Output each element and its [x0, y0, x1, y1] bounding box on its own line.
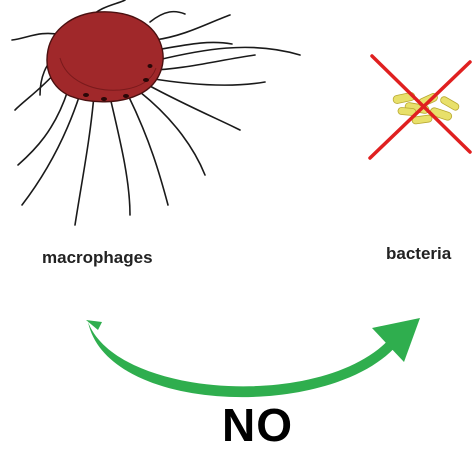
- macrophage-cell-icon: [12, 0, 300, 225]
- pseudopod: [140, 92, 205, 175]
- pseudopod: [148, 78, 265, 85]
- pseudopod: [158, 47, 300, 60]
- bacteria-label: bacteria: [386, 244, 451, 264]
- macrophages-label: macrophages: [42, 248, 153, 268]
- curved-arrow-icon: [86, 318, 420, 397]
- macrophage-body: [47, 12, 163, 102]
- pseudopod: [22, 94, 80, 205]
- pseudopod: [75, 95, 94, 225]
- pseudopod: [148, 85, 240, 130]
- pseudopod: [155, 15, 230, 40]
- pseudopod: [150, 55, 255, 70]
- pseudopod: [110, 97, 130, 215]
- pseudopod: [150, 12, 185, 22]
- no-label: NO: [222, 398, 293, 452]
